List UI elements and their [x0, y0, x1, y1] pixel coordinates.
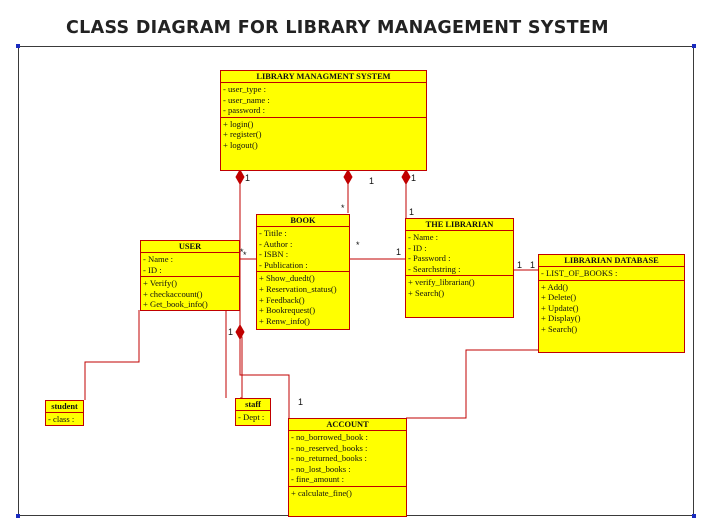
class-name: THE LIBRARIAN — [406, 219, 513, 231]
selection-handle[interactable] — [16, 44, 20, 48]
multiplicity-label: 1 — [245, 173, 251, 183]
class-student[interactable]: student - class : — [45, 400, 84, 426]
attribute: - class : — [48, 414, 75, 424]
attribute: - Password : — [408, 253, 451, 264]
attributes-section: - no_borrowed_book : - no_reserved_books… — [289, 431, 406, 487]
operation: + Get_book_info() — [143, 299, 208, 310]
selection-handle[interactable] — [692, 514, 696, 518]
operation: + logout() — [223, 139, 258, 150]
attribute: - password : — [223, 105, 266, 116]
operation: + Search() — [408, 287, 445, 298]
operation: + Renw_info() — [259, 315, 310, 326]
operation: + checkaccount() — [143, 288, 203, 299]
attribute: - Searchstring : — [408, 263, 461, 274]
multiplicity-label: 1 — [409, 207, 415, 217]
operations-section: + Show_duedt() + Reservation_status() + … — [257, 272, 349, 327]
composition-diamond-icon — [401, 168, 411, 186]
class-name: student — [46, 401, 83, 413]
attribute: - no_borrowed_book : — [291, 432, 368, 442]
attribute: - ID : — [143, 264, 162, 275]
attribute: - Author : — [259, 238, 293, 249]
multiplicity-label: * — [240, 247, 244, 257]
attribute: - Name : — [408, 232, 439, 242]
attribute: - Publication : — [259, 259, 308, 270]
attribute: - user_type : — [223, 84, 266, 94]
diagram-title: CLASS DIAGRAM FOR LIBRARY MANAGEMENT SYS… — [66, 18, 609, 38]
attribute: - Dept : — [238, 412, 265, 422]
multiplicity-label: 1 — [298, 397, 304, 407]
multiplicity-label: 1 — [530, 260, 536, 270]
class-name: LIBRARY MANAGMENT SYSTEM — [221, 71, 426, 83]
user-account-connector — [239, 337, 290, 418]
operations-section: + Verify() + checkaccount() + Get_book_i… — [141, 277, 239, 311]
class-name: USER — [141, 241, 239, 253]
operations-section: + verify_librarian() + Search() — [406, 276, 513, 299]
attribute: - no_reserved_books : — [291, 442, 368, 453]
class-the-librarian[interactable]: THE LIBRARIAN - Name : - ID : - Password… — [405, 218, 514, 318]
user-student-connector — [84, 310, 140, 400]
multiplicity-label: * — [243, 250, 247, 260]
class-account[interactable]: ACCOUNT - no_borrowed_book : - no_reserv… — [288, 418, 407, 517]
attribute: - LIST_OF_BOOKS : — [541, 268, 618, 278]
attribute: - ID : — [408, 242, 427, 253]
class-user[interactable]: USER - Name : - ID : + Verify() + checka… — [140, 240, 240, 311]
operations-section: + login() + register() + logout() — [221, 118, 426, 152]
attribute: - Titile : — [259, 228, 287, 238]
operation: + Bookrequest() — [259, 305, 316, 316]
multiplicity-label: 1 — [396, 247, 402, 257]
class-name: staff — [236, 399, 270, 411]
attribute: - fine_amount : — [291, 474, 344, 485]
attributes-section: - Name : - ID : — [141, 253, 239, 278]
multiplicity-label: 1 — [517, 260, 523, 270]
attributes-section: - Titile : - Author : - ISBN : - Publica… — [257, 227, 349, 273]
attributes-section: - user_type : - user_name : - password : — [221, 83, 426, 118]
attribute: - user_name : — [223, 94, 270, 105]
operation: + Delete() — [541, 292, 577, 303]
multiplicity-label: 1 — [411, 173, 417, 183]
multiplicity-label: 1 — [369, 176, 375, 186]
operation: + Feedback() — [259, 294, 305, 305]
multiplicity-label: * — [341, 203, 345, 213]
multiplicity-label: 1 — [228, 327, 234, 337]
attribute: - no_returned_books : — [291, 453, 367, 464]
class-staff[interactable]: staff - Dept : — [235, 398, 271, 426]
operation: + Display() — [541, 313, 581, 324]
attributes-section: - LIST_OF_BOOKS : — [539, 267, 684, 281]
class-name: BOOK — [257, 215, 349, 227]
class-name: ACCOUNT — [289, 419, 406, 431]
class-library-management-system[interactable]: LIBRARY MANAGMENT SYSTEM - user_type : -… — [220, 70, 427, 171]
operation: + Verify() — [143, 278, 178, 289]
operation: + Reservation_status() — [259, 283, 337, 294]
attributes-section: - Dept : — [236, 411, 270, 424]
operation: + Add() — [541, 281, 569, 292]
attribute: - no_lost_books : — [291, 463, 351, 474]
attributes-section: - Name : - ID : - Password : - Searchstr… — [406, 231, 513, 277]
operations-section: + Add() + Delete() + Update() + Display(… — [539, 281, 684, 336]
operation: + calculate_fine() — [291, 487, 352, 498]
selection-handle[interactable] — [16, 514, 20, 518]
class-book[interactable]: BOOK - Titile : - Author : - ISBN : - Pu… — [256, 214, 350, 330]
class-librarian-database[interactable]: LIBRARIAN DATABASE - LIST_OF_BOOKS : + A… — [538, 254, 685, 353]
class-name: LIBRARIAN DATABASE — [539, 255, 684, 267]
composition-diamond-icon — [235, 323, 245, 341]
operation: + Show_duedt() — [259, 273, 315, 284]
operation: + Search() — [541, 323, 578, 334]
operation: + login() — [223, 118, 254, 129]
attributes-section: - class : — [46, 413, 83, 426]
attribute: - ISBN : — [259, 249, 289, 260]
operation: + verify_librarian() — [408, 277, 475, 288]
selection-handle[interactable] — [692, 44, 696, 48]
composition-diamond-icon — [235, 168, 245, 186]
db-account-connector — [406, 349, 538, 419]
operation: + Update() — [541, 302, 579, 313]
operations-section: + calculate_fine() — [289, 487, 406, 500]
attribute: - Name : — [143, 254, 174, 264]
multiplicity-label: * — [356, 240, 360, 250]
composition-diamond-icon — [343, 168, 353, 186]
operation: + register() — [223, 129, 262, 140]
